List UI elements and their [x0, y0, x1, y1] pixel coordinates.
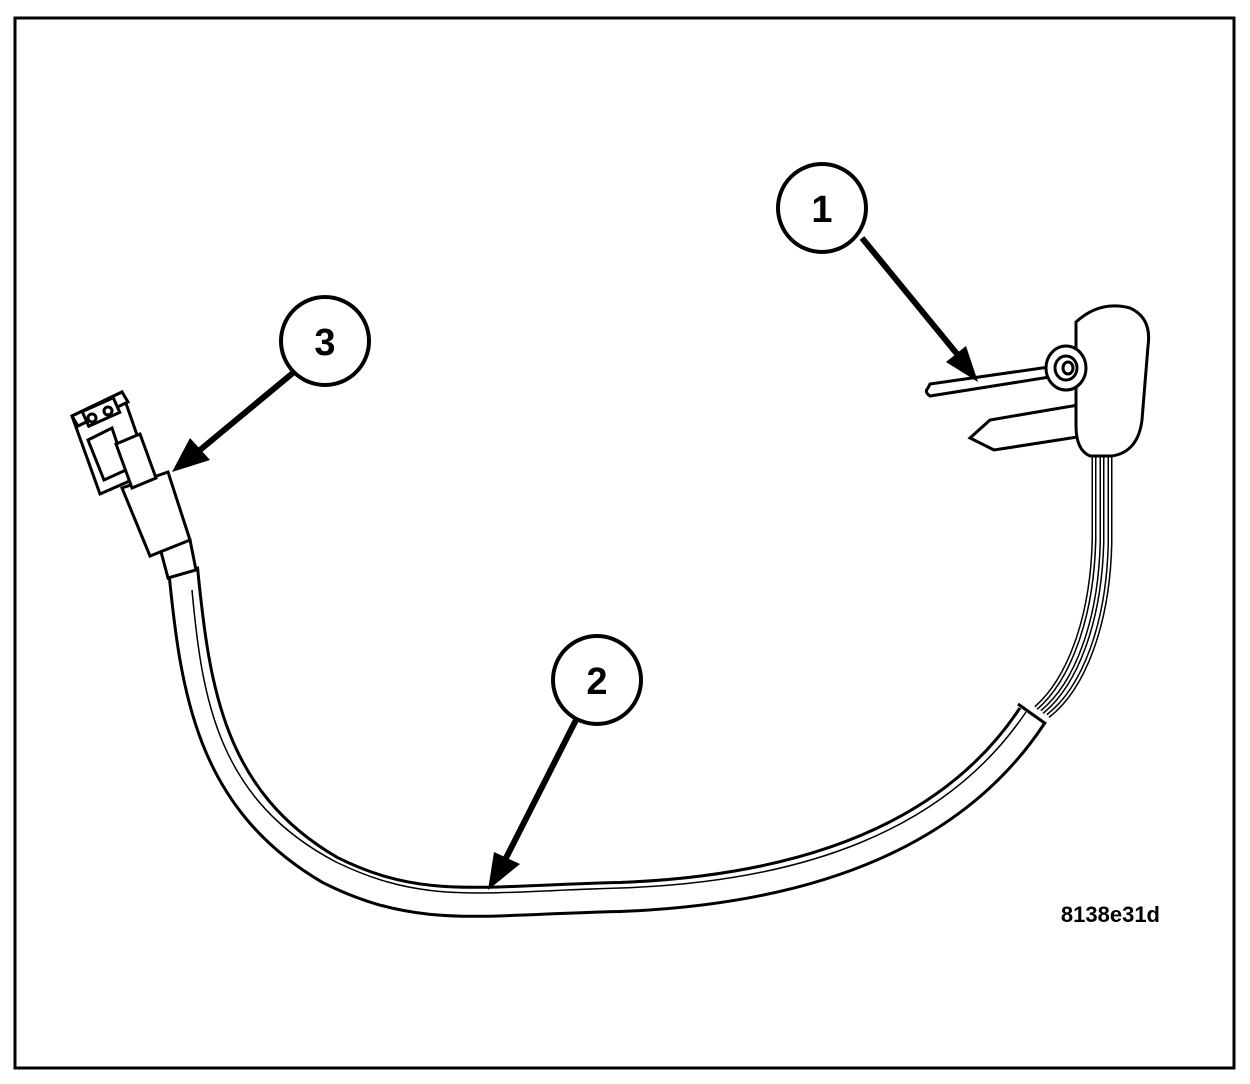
leader-arrows: [172, 236, 978, 890]
callout-2-label: 2: [586, 661, 607, 703]
callout-2-circle: [551, 634, 643, 726]
connector-rib: [114, 432, 158, 490]
callout-2: 2: [551, 634, 643, 726]
callout-1-label: 1: [811, 189, 832, 231]
callout-3-circle: [279, 295, 371, 387]
connector-terminal-a: [86, 412, 98, 424]
callout-1-circle: [776, 162, 868, 254]
sensor-head: [1074, 304, 1151, 458]
electrical-connector: [69, 389, 198, 580]
arrowhead-3: [172, 438, 210, 472]
leader-line-1: [859, 236, 965, 362]
arrowhead-1: [946, 346, 978, 382]
figure-id: 8138e31d: [1061, 902, 1160, 927]
sensor-grommet-center: [1061, 360, 1075, 376]
harness-wire-b-fill: [1041, 453, 1103, 713]
callout-3: 3: [279, 295, 371, 387]
harness-wire-a-fill: [1035, 453, 1095, 709]
leader-line-3: [198, 369, 296, 453]
harness-wire-c-fill: [1047, 453, 1111, 717]
harness-cable-fill: [170, 566, 1043, 915]
callout-3-label: 3: [314, 322, 335, 364]
harness-cable-centerline: [191, 589, 1027, 894]
callout-1: 1: [776, 162, 868, 254]
arrowhead-2: [488, 852, 520, 890]
harness-jacket-end: [1017, 702, 1047, 726]
connector-terminal-b: [102, 405, 114, 417]
temperature-sensor: [924, 304, 1151, 458]
leader-line-2: [502, 716, 580, 862]
wire-harness: [167, 453, 1113, 918]
